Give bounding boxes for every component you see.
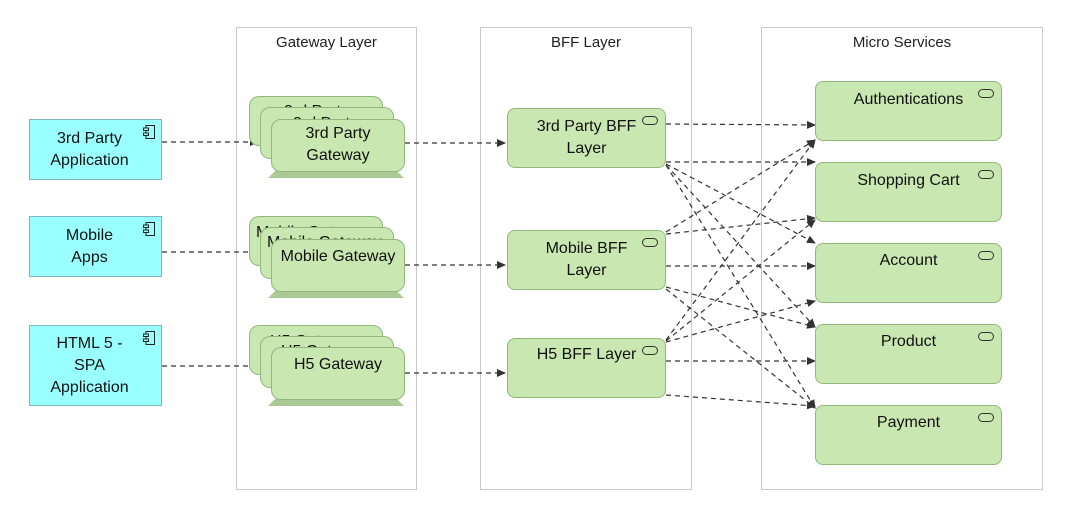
service-icon <box>978 413 994 422</box>
service-icon <box>978 332 994 341</box>
bff-3rd-party[interactable]: 3rd Party BFF Layer <box>507 108 666 168</box>
gateway-mobile[interactable]: Mobile Gateway <box>271 239 405 292</box>
service-icon <box>978 170 994 179</box>
client-html5-spa-application[interactable]: HTML 5 - SPA Application <box>29 325 162 406</box>
service-payment[interactable]: Payment <box>815 405 1002 465</box>
link-mobbff-cart <box>665 214 816 235</box>
service-icon <box>642 116 658 125</box>
client-label: HTML 5 - SPA Application <box>50 334 129 396</box>
service-account[interactable]: Account <box>815 243 1002 303</box>
service-icon <box>642 346 658 355</box>
gateway-h5[interactable]: H5 Gateway <box>271 347 405 400</box>
link-3rdbff-account <box>665 163 816 244</box>
gateway-layer-title: Gateway Layer <box>276 34 377 51</box>
link-h5bff-account <box>665 299 816 343</box>
client-mobile-apps[interactable]: Mobile Apps <box>29 216 162 277</box>
gateway-label: 3rd Party Gateway <box>305 125 371 164</box>
link-h5bff-auth <box>665 139 816 341</box>
service-label: Product <box>880 333 937 350</box>
component-icon <box>143 125 155 139</box>
bff-label: Mobile BFF Layer <box>545 240 628 279</box>
service-authentications[interactable]: Authentications <box>815 81 1002 141</box>
bff-h5[interactable]: H5 BFF Layer <box>507 338 666 398</box>
service-label: Account <box>879 252 938 269</box>
link-3rdbff-product <box>665 164 816 328</box>
service-product[interactable]: Product <box>815 324 1002 384</box>
link-3rdbff-payment <box>665 164 816 409</box>
service-icon <box>642 238 658 247</box>
gateway-stack-base <box>268 170 404 178</box>
gateway-label: H5 Gateway <box>293 356 383 373</box>
link-mobbff-auth <box>665 139 816 233</box>
link-h5bff-cart <box>665 219 816 342</box>
client-3rd-party-application[interactable]: 3rd Party Application <box>29 119 162 180</box>
link-3rdbff-auth <box>665 120 816 129</box>
service-shopping-cart[interactable]: Shopping Cart <box>815 162 1002 222</box>
gateway-label: Mobile Gateway <box>280 248 396 265</box>
component-icon <box>143 222 155 236</box>
bff-label: H5 BFF Layer <box>536 346 637 363</box>
service-icon <box>978 251 994 260</box>
service-label: Authentications <box>853 91 964 108</box>
link-h5bff-payment <box>665 394 816 410</box>
client-label: 3rd Party Application <box>50 129 129 169</box>
link-mobbff-product <box>665 286 816 329</box>
service-label: Payment <box>876 414 941 431</box>
bff-label: 3rd Party BFF Layer <box>536 118 637 157</box>
component-icon <box>143 331 155 345</box>
client-label: Mobile Apps <box>65 226 114 266</box>
link-mobbff-payment <box>665 288 816 409</box>
gateway-3rd-party[interactable]: 3rd Party Gateway <box>271 119 405 172</box>
micro-services-title: Micro Services <box>852 34 952 51</box>
gateway-stack-base <box>268 290 404 298</box>
gateway-stack-base <box>268 398 404 406</box>
bff-layer-title: BFF Layer <box>550 34 622 51</box>
service-label: Shopping Cart <box>857 172 960 189</box>
bff-mobile[interactable]: Mobile BFF Layer <box>507 230 666 290</box>
service-icon <box>978 89 994 98</box>
